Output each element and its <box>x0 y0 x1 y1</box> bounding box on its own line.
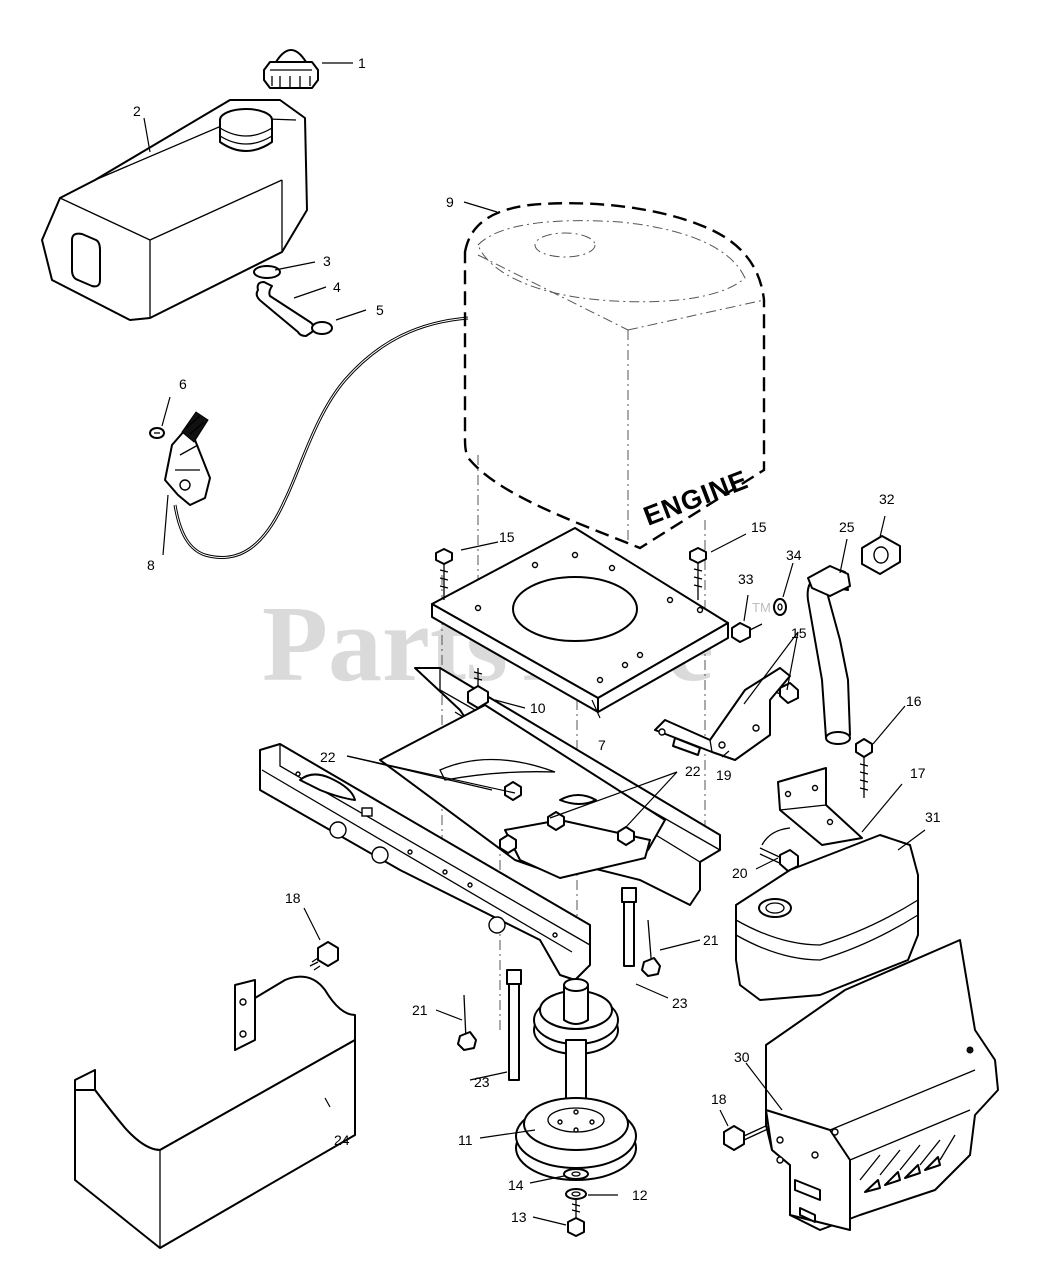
engine-label: ENGINE <box>639 464 752 531</box>
callout-18-left: 18 <box>285 890 301 906</box>
battery-tray <box>74 975 356 1249</box>
callout-20: 20 <box>732 865 748 881</box>
fuel-tank <box>41 99 308 321</box>
muffler-bracket <box>654 667 791 761</box>
frame-rail-left <box>259 743 591 981</box>
callout-19: 19 <box>716 767 732 783</box>
spacer-23-left <box>506 969 522 1081</box>
fuel-cap <box>263 49 319 89</box>
callout-3: 3 <box>323 253 331 269</box>
callout-6: 6 <box>179 376 187 392</box>
callout-5: 5 <box>376 302 384 318</box>
bolt-10 <box>467 668 489 709</box>
leader-lines <box>143 62 926 1226</box>
callout-1: 1 <box>358 55 366 71</box>
callout-9: 9 <box>446 194 454 210</box>
callout-31: 31 <box>925 809 941 825</box>
throttle-control <box>149 411 211 506</box>
callout-4: 4 <box>333 279 341 295</box>
callout-12: 12 <box>632 1187 648 1203</box>
lock-washer-12 <box>565 1188 587 1200</box>
engine-outline: ENGINE <box>463 202 766 550</box>
callout-14: 14 <box>508 1177 524 1193</box>
bolt-18-left <box>309 941 339 971</box>
callout-15-bracket: 15 <box>791 625 807 641</box>
cross-plate <box>379 704 666 879</box>
callout-34: 34 <box>786 547 802 563</box>
callout-22-left: 22 <box>320 749 336 765</box>
callout-21-left: 21 <box>412 1002 428 1018</box>
washer-14 <box>563 1168 589 1180</box>
callout-7: 7 <box>598 737 606 753</box>
callout-10: 10 <box>530 700 546 716</box>
bolt-18-right <box>723 1123 771 1151</box>
bolt-21-right <box>641 919 661 977</box>
callout-23-right: 23 <box>672 995 688 1011</box>
bolt-15-left <box>435 548 453 600</box>
callout-30: 30 <box>734 1049 750 1065</box>
callout-8: 8 <box>147 557 155 573</box>
callout-25: 25 <box>839 519 855 535</box>
fuel-line-assembly <box>253 265 333 337</box>
bolt-15-right <box>689 547 707 600</box>
bracket-17 <box>777 767 863 846</box>
callout-22-right: 22 <box>685 763 701 779</box>
callout-numbers: 1 2 3 4 5 6 7 8 9 10 11 12 13 14 15 15 1… <box>133 55 941 1225</box>
callout-18-right: 18 <box>711 1091 727 1107</box>
callout-24: 24 <box>334 1132 350 1148</box>
nuts-22 <box>499 781 635 854</box>
callout-13: 13 <box>511 1209 527 1225</box>
watermark-trademark: TM <box>752 600 771 615</box>
exhaust-pipe <box>806 565 851 745</box>
throttle-cable-inner <box>174 317 469 559</box>
screw-16 <box>855 738 873 798</box>
callout-23-left: 23 <box>474 1074 490 1090</box>
heat-shield <box>765 939 999 1231</box>
engine-mount-plate <box>431 527 729 713</box>
throttle-cable <box>173 316 469 560</box>
exhaust-gasket <box>861 535 901 575</box>
callout-21-right: 21 <box>703 932 719 948</box>
callout-15-right: 15 <box>751 519 767 535</box>
bolt-13 <box>567 1200 585 1237</box>
callout-11: 11 <box>458 1132 473 1148</box>
bolt-21-left <box>457 994 477 1051</box>
callout-17: 17 <box>910 765 926 781</box>
callout-16: 16 <box>906 693 922 709</box>
pulley-assembly <box>515 978 637 1181</box>
callout-33: 33 <box>738 571 754 587</box>
washer-34 <box>773 598 787 616</box>
callout-32: 32 <box>879 491 895 507</box>
nut-33 <box>731 622 763 643</box>
callout-2: 2 <box>133 103 141 119</box>
spacer-23-right <box>621 887 637 967</box>
callout-15-left: 15 <box>499 529 515 545</box>
muffler <box>735 834 919 1001</box>
